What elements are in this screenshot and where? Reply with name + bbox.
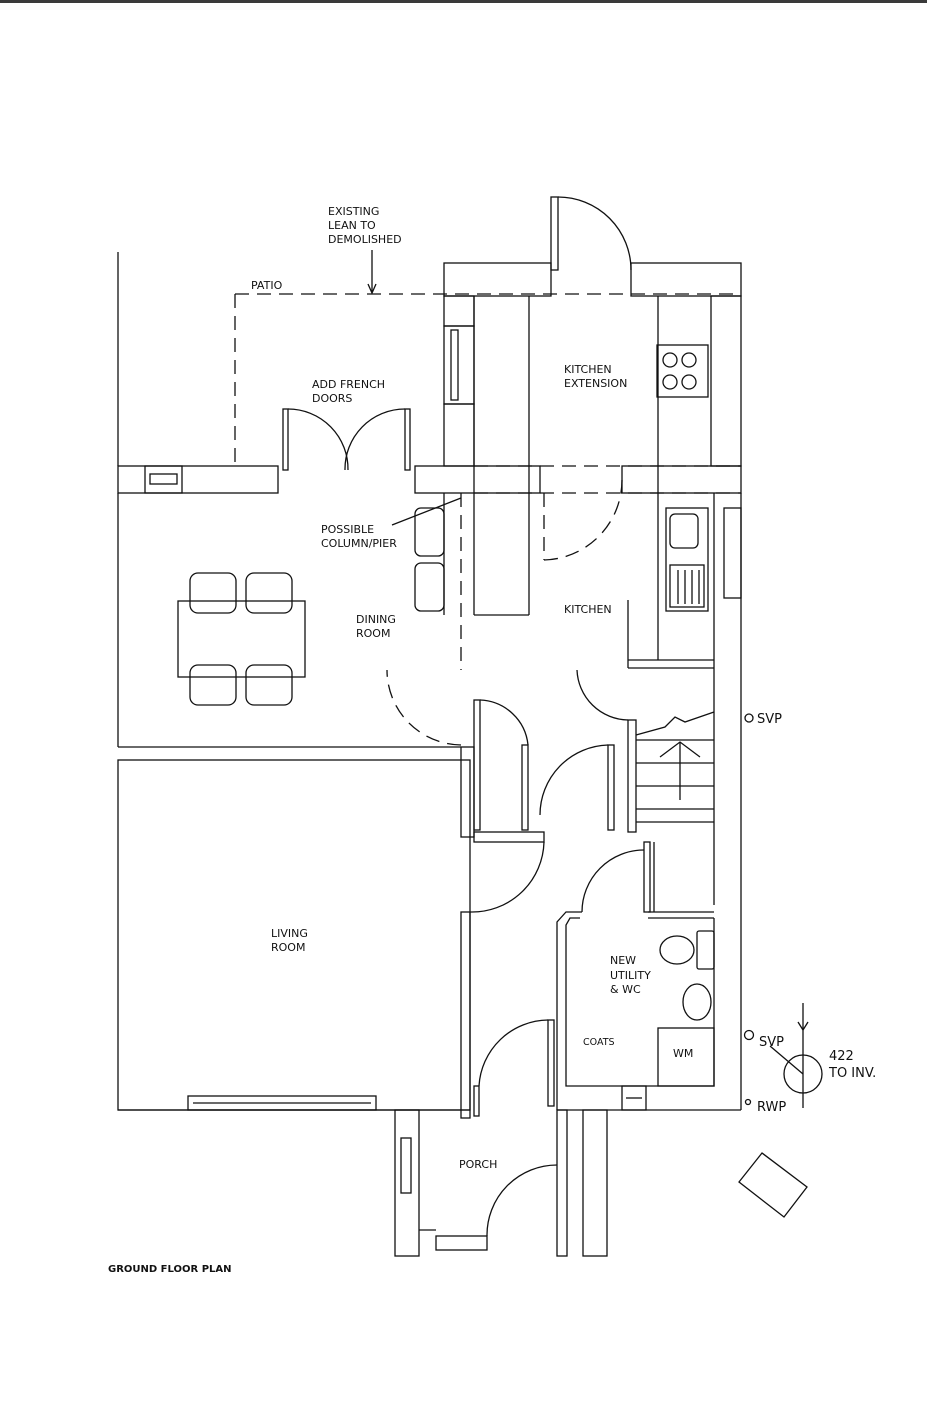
label-existing: EXISTING [328,205,379,218]
label-coats: COATS [583,1037,615,1048]
label-svp-upper: SVP [757,712,782,727]
label-kitchen: KITCHEN [564,603,612,616]
hob-icon [656,344,709,398]
walls [117,252,742,1257]
label-doors: DOORS [312,392,352,405]
sink-icon [665,507,709,612]
label-to-inv: TO INV. [828,1066,876,1081]
column-leader-arrow [391,497,462,526]
label-porch: PORCH [459,1158,497,1171]
extension-side-window [443,325,475,405]
svp-lower-icon [743,1029,755,1041]
doors [282,196,651,1237]
rwp-icon [744,1098,752,1106]
existing-lean-to-outline [234,293,741,746]
label-kitchen-extension-2: EXTENSION [564,377,627,390]
label-utility: UTILITY [610,969,651,982]
label-demolished: DEMOLISHED [328,233,402,246]
label-add-french: ADD FRENCH [312,378,385,391]
drainage-symbols [738,713,823,1218]
label-dining-room: ROOM [356,627,390,640]
label-wm: WM [673,1047,693,1060]
svp-upper-icon [744,713,754,723]
label-living-room: ROOM [271,941,305,954]
inspection-chamber-icon [783,1054,823,1094]
dining-table [177,572,306,706]
label-possible: POSSIBLE [321,523,374,536]
label-kitchen-extension-1: KITCHEN [564,363,612,376]
top-border-bar [0,0,927,3]
label-wc: & WC [610,983,641,996]
label-rwp: RWP [757,1100,786,1115]
drawing-title: GROUND FLOOR PLAN [108,1264,232,1275]
label-422: 422 [829,1049,854,1064]
manhole-cover-icon [738,1152,808,1218]
label-patio: PATIO [251,279,283,292]
label-living: LIVING [271,927,308,940]
label-new: NEW [610,954,636,967]
label-dining: DINING [356,613,396,626]
label-column-pier: COLUMN/PIER [321,537,397,550]
label-svp-lower: SVP [759,1035,784,1050]
label-lean-to: LEAN TO [328,219,376,232]
